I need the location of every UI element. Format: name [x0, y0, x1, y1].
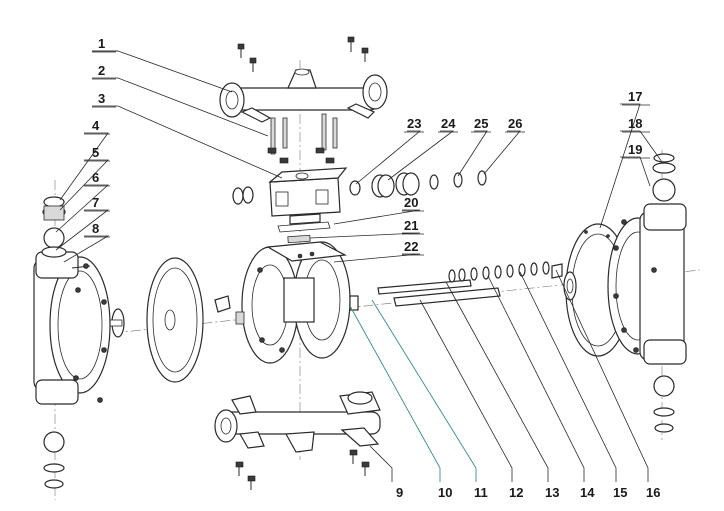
top-manifold	[219, 36, 388, 123]
callout-7: 7	[92, 195, 99, 210]
callout-26: 26	[508, 116, 522, 131]
callout-6: 6	[92, 170, 99, 185]
callout-2: 2	[98, 63, 105, 78]
studs	[267, 113, 338, 164]
callout-18: 18	[628, 116, 642, 131]
left-diaphragm	[99, 257, 245, 383]
callout-25: 25	[474, 116, 488, 131]
callout-4: 4	[92, 118, 100, 133]
callout-9: 9	[396, 485, 403, 500]
callout-10: 10	[438, 485, 452, 500]
callout-12: 12	[509, 485, 523, 500]
left-valve-seals	[232, 186, 254, 205]
callout-labels: 1 2 3 4 5 6 7 8 9 10 11 12 13 14 15 16 1…	[92, 36, 660, 500]
center-body	[241, 241, 359, 364]
callout-13: 13	[545, 485, 559, 500]
callout-14: 14	[580, 485, 595, 500]
callout-19: 19	[628, 142, 642, 157]
callout-8: 8	[92, 221, 99, 236]
callout-11: 11	[474, 485, 488, 500]
callout-24: 24	[441, 116, 456, 131]
callout-22: 22	[404, 239, 418, 254]
callout-15: 15	[613, 485, 627, 500]
bottom-manifold	[214, 391, 381, 490]
shaft-assembly	[377, 261, 563, 307]
spool-parts	[349, 170, 487, 198]
callout-1: 1	[98, 36, 105, 51]
left-chamber	[33, 196, 111, 489]
callout-23: 23	[407, 116, 421, 131]
callout-underlines	[84, 51, 650, 256]
leader-lines	[55, 50, 663, 482]
callout-20: 20	[404, 195, 418, 210]
callout-17: 17	[628, 89, 642, 104]
air-valve-body	[268, 167, 348, 244]
callout-3: 3	[98, 91, 105, 106]
right-chamber	[607, 153, 687, 433]
callout-16: 16	[646, 485, 660, 500]
callout-5: 5	[92, 145, 99, 160]
callout-21: 21	[404, 218, 418, 233]
